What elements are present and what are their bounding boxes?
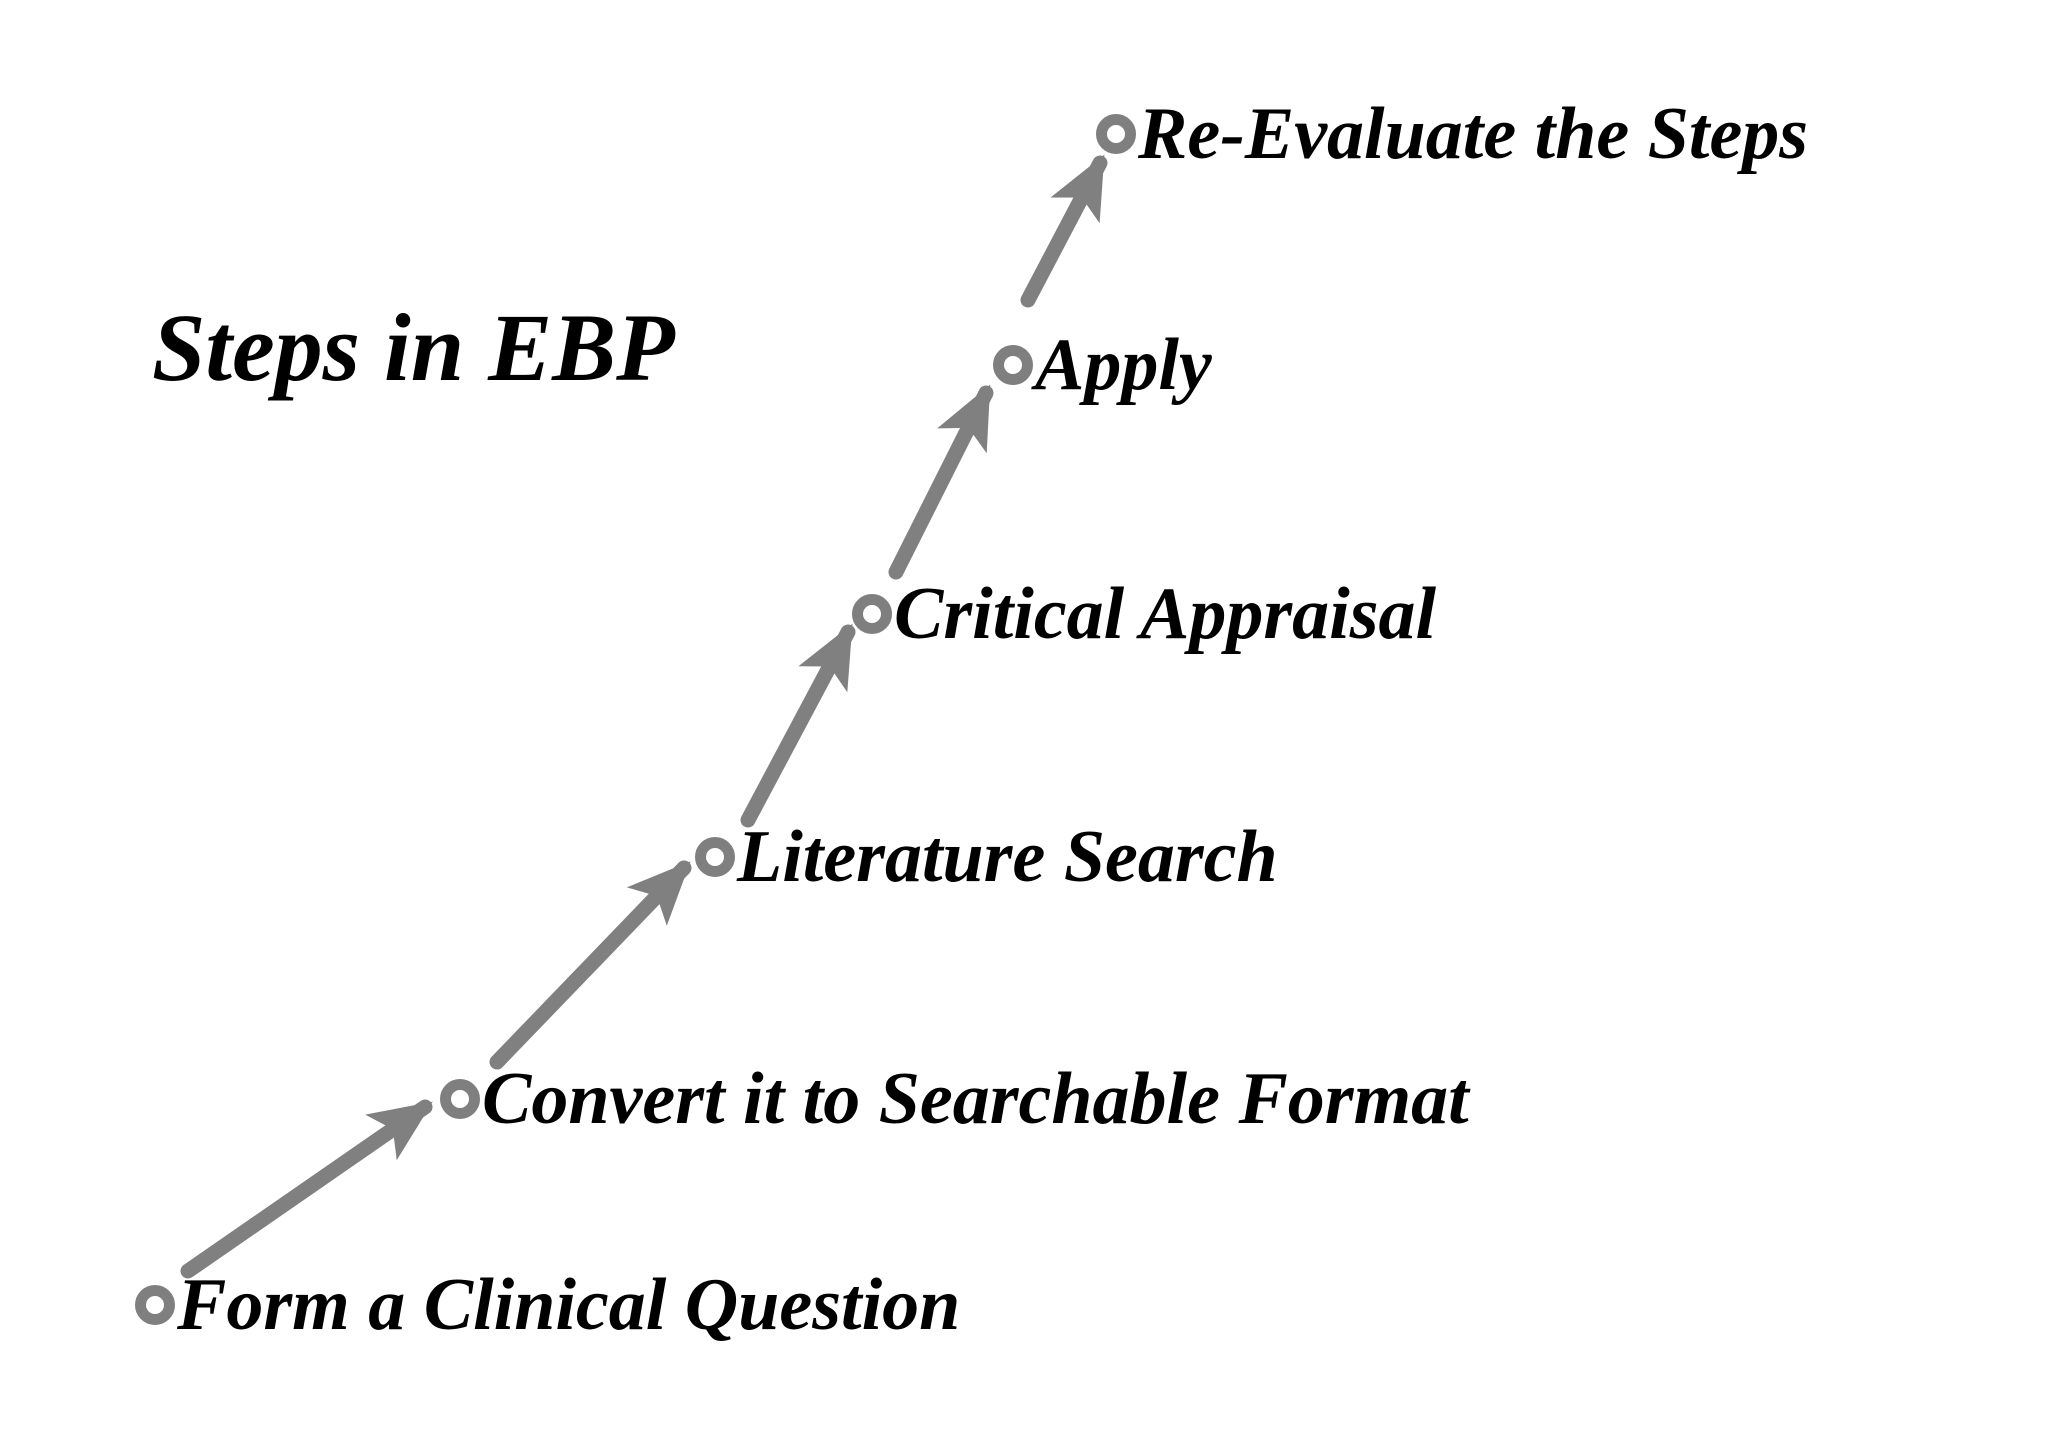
step-node-re-evaluate-the-steps[interactable]: Re-Evaluate the Steps xyxy=(1096,97,1808,171)
step-node-literature-search[interactable]: Literature Search xyxy=(695,820,1278,894)
step-label-1: Form a Clinical Question xyxy=(177,1264,961,1346)
connector-2-3 xyxy=(489,860,692,1070)
step-label-4: Critical Appraisal xyxy=(894,573,1437,655)
ring-marker-icon xyxy=(852,594,892,634)
connector-5-6 xyxy=(1020,154,1108,308)
step-label-5: Apply xyxy=(1035,324,1212,406)
connector-1-2 xyxy=(180,1099,433,1279)
ring-marker-icon xyxy=(135,1285,175,1325)
ring-marker-icon xyxy=(993,345,1033,385)
ring-marker-icon xyxy=(440,1079,480,1119)
step-label-3: Literature Search xyxy=(737,816,1278,898)
ring-marker-icon xyxy=(1096,114,1136,154)
step-node-critical-appraisal[interactable]: Critical Appraisal xyxy=(852,577,1436,651)
page-title: Steps in EBP xyxy=(152,294,675,401)
connector-3-4 xyxy=(740,623,856,828)
step-label-2: Convert it to Searchable Format xyxy=(482,1058,1469,1140)
step-node-form-a-clinical-question[interactable]: Form a Clinical Question xyxy=(135,1268,960,1342)
ring-marker-icon xyxy=(695,837,735,877)
connector-4-5 xyxy=(888,384,994,580)
step-label-6: Re-Evaluate the Steps xyxy=(1138,93,1809,175)
step-node-convert-it-to-searchable-format[interactable]: Convert it to Searchable Format xyxy=(440,1062,1469,1136)
step-node-apply[interactable]: Apply xyxy=(993,328,1212,402)
